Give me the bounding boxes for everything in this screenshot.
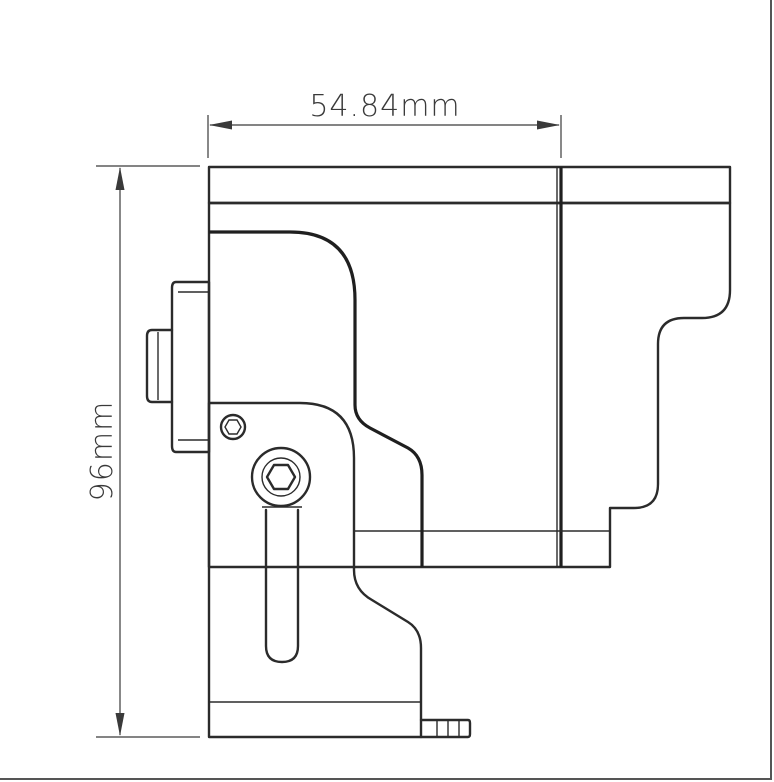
width-arrow-right bbox=[537, 120, 560, 130]
lens-assembly bbox=[145, 280, 211, 454]
cable-connector bbox=[419, 718, 472, 739]
height-arrow-top bbox=[115, 167, 125, 190]
camera-housing bbox=[207, 165, 732, 569]
width-dimension: 54.84mm bbox=[207, 89, 562, 158]
lens-mount bbox=[170, 280, 211, 454]
arm-plate bbox=[207, 401, 423, 739]
adjustment-slot bbox=[264, 508, 300, 664]
housing-top-band bbox=[207, 165, 732, 205]
bracket-curve bbox=[209, 230, 424, 567]
small-screw-hex-icon bbox=[224, 419, 242, 435]
mounting-arm bbox=[207, 401, 423, 739]
lens-barrel bbox=[145, 328, 174, 404]
small-screw-icon bbox=[219, 413, 247, 441]
height-label: 96mm bbox=[85, 401, 120, 502]
height-dimension: 96mm bbox=[85, 165, 200, 738]
pivot-bolt-hex-icon bbox=[265, 463, 297, 491]
pivot-bolt-washer-icon bbox=[261, 457, 301, 497]
pivot-bolt-icon bbox=[250, 446, 312, 508]
width-arrow-left bbox=[209, 120, 232, 130]
connector-body bbox=[419, 718, 472, 739]
width-label: 54.84mm bbox=[309, 89, 460, 124]
height-arrow-bottom bbox=[115, 713, 125, 736]
bracket-body bbox=[209, 230, 424, 567]
housing-shell bbox=[207, 201, 732, 569]
